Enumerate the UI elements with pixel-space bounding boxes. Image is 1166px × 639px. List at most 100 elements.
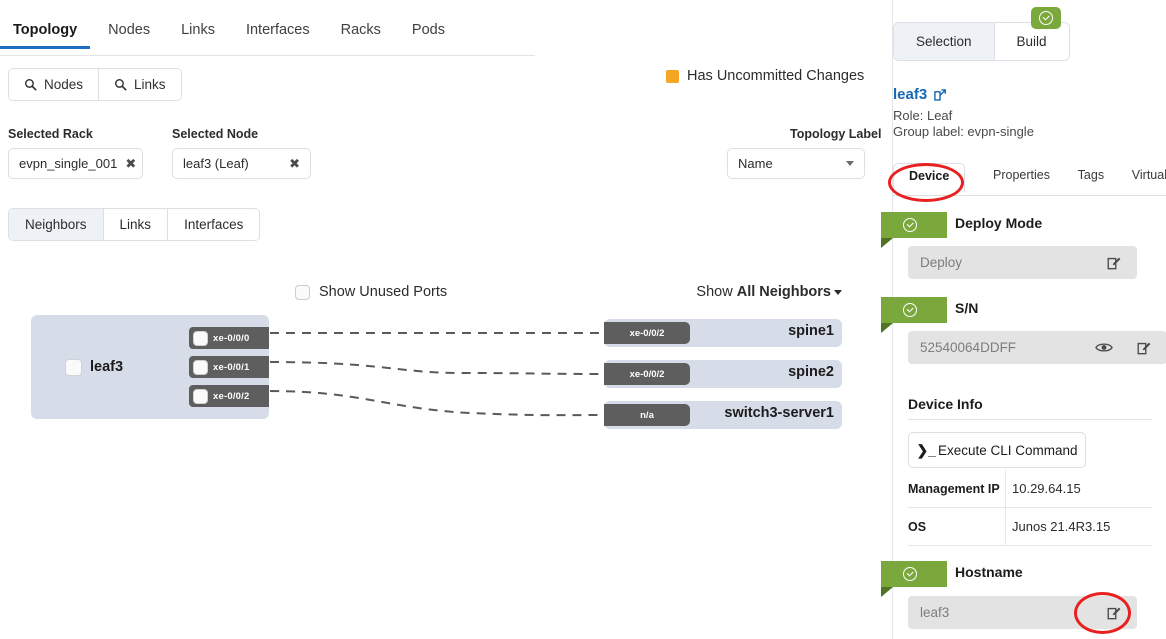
- show-neighbors-prefix: Show: [696, 284, 737, 300]
- search-icon: [114, 78, 127, 91]
- row-value: Junos 21.4R3.15: [1012, 519, 1111, 534]
- show-neighbors-value: All Neighbors: [736, 284, 831, 300]
- row-value: 10.29.64.15: [1012, 481, 1081, 496]
- tab-properties[interactable]: Properties: [993, 168, 1050, 182]
- terminal-prompt-icon: ❯_: [916, 441, 936, 458]
- selected-rack-input[interactable]: evpn_single_001 ✖: [8, 148, 143, 179]
- device-info-row-management-ip: Management IP 10.29.64.15: [908, 470, 1152, 508]
- show-unused-ports-label: Show Unused Ports: [319, 284, 448, 300]
- check-circle-icon: [1039, 11, 1053, 25]
- tab-interfaces[interactable]: Interfaces: [245, 22, 310, 38]
- port-label: xe-0/0/2: [213, 390, 250, 402]
- port-checkbox[interactable]: [193, 388, 208, 404]
- device-info-divider: [908, 419, 1152, 420]
- neighbor-port-label: n/a: [640, 409, 654, 421]
- search-nodes-label: Nodes: [44, 77, 84, 92]
- tab-tags[interactable]: Tags: [1077, 168, 1105, 182]
- selected-rack-value: evpn_single_001: [19, 156, 118, 171]
- source-node-checkbox[interactable]: [65, 359, 82, 376]
- external-link-icon[interactable]: [933, 88, 947, 102]
- hostname-value: leaf3: [920, 605, 950, 620]
- source-port-xe-0-0-0[interactable]: xe-0/0/0: [189, 327, 269, 349]
- close-icon[interactable]: ✖: [125, 155, 137, 171]
- execute-cli-command-button[interactable]: ❯_ Execute CLI Command: [908, 432, 1086, 468]
- check-circle-icon: [903, 567, 917, 581]
- port-label: xe-0/0/0: [213, 332, 250, 344]
- search-button-group: Nodes Links: [8, 68, 182, 101]
- serial-number-value: 52540064DDFF: [920, 340, 1017, 355]
- row-key: Management IP: [908, 481, 1000, 496]
- tab-build[interactable]: Build: [993, 23, 1069, 60]
- hostname-status-ribbon: [881, 561, 947, 597]
- source-port-xe-0-0-1[interactable]: xe-0/0/1: [189, 356, 269, 378]
- uncommitted-label: Has Uncommitted Changes: [687, 68, 865, 84]
- tab-pods[interactable]: Pods: [411, 22, 445, 38]
- port-checkbox[interactable]: [193, 330, 208, 346]
- search-nodes-button[interactable]: Nodes: [9, 69, 99, 100]
- neighbor-node-spine1[interactable]: xe-0/0/2 spine1: [604, 319, 842, 347]
- topology-graph: leaf3 xe-0/0/0 xe-0/0/1 xe-0/0/2 xe-0/0/…: [0, 310, 885, 435]
- panel-node-title: leaf3: [893, 86, 947, 103]
- edit-icon[interactable]: [1133, 337, 1155, 359]
- close-icon[interactable]: ✖: [289, 155, 300, 171]
- edit-icon[interactable]: [1103, 602, 1125, 624]
- port-label: xe-0/0/1: [213, 361, 250, 373]
- edit-icon[interactable]: [1103, 252, 1125, 274]
- neighbor-port-chip[interactable]: xe-0/0/2: [604, 322, 690, 344]
- port-checkbox[interactable]: [193, 359, 208, 375]
- serial-number-status-ribbon: [881, 297, 947, 333]
- selected-node-label: Selected Node: [172, 127, 259, 141]
- deploy-mode-field: Deploy: [908, 246, 1137, 279]
- neighbor-port-chip[interactable]: xe-0/0/2: [604, 363, 690, 385]
- source-node-leaf3[interactable]: leaf3 xe-0/0/0 xe-0/0/1 xe-0/0/2: [31, 315, 269, 419]
- panel-node-role: Role: Leaf: [893, 108, 953, 123]
- show-unused-ports-toggle[interactable]: Show Unused Ports: [295, 284, 447, 300]
- chevron-down-icon: [846, 161, 854, 166]
- topology-label-select[interactable]: Name: [727, 148, 865, 179]
- search-icon: [24, 78, 37, 91]
- tab-nodes[interactable]: Nodes: [108, 22, 151, 38]
- tab-racks[interactable]: Racks: [340, 22, 381, 38]
- neighbor-port-label: xe-0/0/2: [629, 368, 665, 380]
- hostname-title: Hostname: [955, 564, 1023, 580]
- deploy-mode-status-ribbon: [881, 212, 947, 248]
- deploy-mode-title: Deploy Mode: [955, 215, 1043, 231]
- neighbor-node-switch3-server1[interactable]: n/a switch3-server1: [604, 401, 842, 429]
- check-circle-icon: [903, 303, 917, 317]
- source-node-label: leaf3: [90, 359, 124, 375]
- selection-panel: Selection Build leaf3 Role: Leaf Group l…: [881, 0, 1166, 639]
- tab-topology[interactable]: Topology: [0, 22, 91, 49]
- tab-selection[interactable]: Selection: [894, 23, 994, 60]
- tab-device[interactable]: Device: [893, 163, 966, 193]
- subtab-links[interactable]: Links: [102, 209, 168, 240]
- search-links-button[interactable]: Links: [98, 69, 181, 100]
- selected-rack-label: Selected Rack: [8, 127, 93, 141]
- panel-node-group: Group label: evpn-single: [893, 124, 1034, 139]
- eye-icon[interactable]: [1093, 337, 1115, 359]
- uncommitted-changes-legend: Has Uncommitted Changes: [666, 68, 864, 84]
- neighbor-node-label: spine2: [788, 364, 834, 380]
- chevron-down-icon: [834, 289, 842, 295]
- subtab-interfaces[interactable]: Interfaces: [167, 209, 260, 240]
- link-leaf3-spine2: [269, 361, 605, 375]
- topology-links-svg: [269, 332, 605, 417]
- neighbor-port-chip[interactable]: n/a: [604, 404, 690, 426]
- show-unused-ports-checkbox[interactable]: [295, 284, 310, 300]
- neighbor-port-label: xe-0/0/2: [629, 327, 665, 339]
- neighbor-node-spine2[interactable]: xe-0/0/2 spine2: [604, 360, 842, 388]
- tab-links[interactable]: Links: [181, 22, 215, 38]
- selected-node-input[interactable]: leaf3 (Leaf) ✖: [172, 148, 311, 179]
- build-status-badge: [1031, 7, 1061, 29]
- panel-node-name[interactable]: leaf3: [893, 86, 928, 103]
- source-port-xe-0-0-2[interactable]: xe-0/0/2: [189, 385, 269, 407]
- deploy-mode-value: Deploy: [920, 255, 963, 270]
- serial-number-field: 52540064DDFF: [908, 331, 1166, 364]
- search-links-label: Links: [134, 77, 166, 92]
- subtab-neighbors[interactable]: Neighbors: [9, 209, 103, 240]
- tab-virtual[interactable]: Virtual: [1131, 168, 1166, 182]
- check-circle-icon: [903, 218, 917, 232]
- show-neighbors-dropdown[interactable]: Show All Neighbors: [696, 284, 842, 300]
- topology-label-value: Name: [738, 156, 773, 171]
- neighbor-node-label: spine1: [788, 323, 834, 339]
